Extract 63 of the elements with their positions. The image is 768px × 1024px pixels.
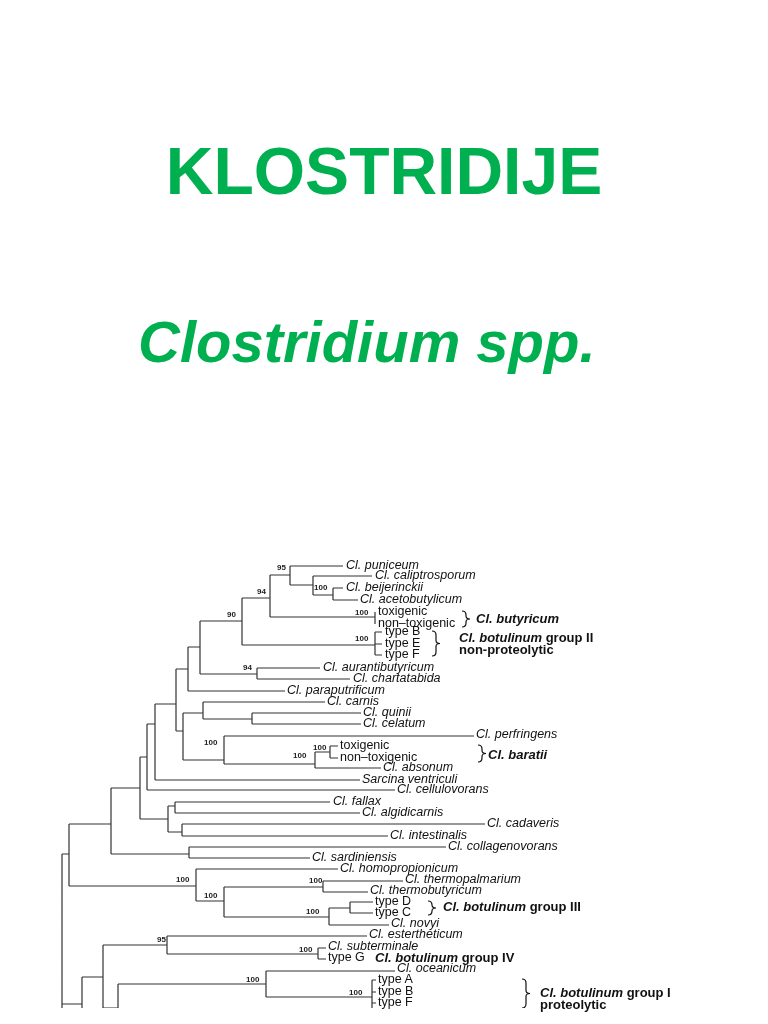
bootstrap-value: 95 [157,936,166,944]
strain-label: type C [375,906,412,919]
bootstrap-value: 100 [246,976,260,984]
group-label: Cl. botulinum group III [443,900,581,913]
group-label: Cl. baratii [488,748,548,761]
species-name: Cl. thermobutyricum [370,884,482,897]
species-name: Cl. chartatabida [353,672,441,685]
strain-label: type F [378,996,413,1009]
bootstrap-value: 94 [243,664,252,672]
species-name: Cl. intestinalis [390,829,468,842]
bootstrap-value: 94 [257,588,266,596]
species-name: Cl. cellulovorans [397,783,489,796]
bootstrap-value: 100 [349,989,363,997]
bootstrap-value: 100 [355,635,369,643]
species-name: Cl. puniceum [346,559,419,572]
bootstrap-value: 100 [309,877,323,885]
group-label: Cl. botulinum group II [459,631,594,644]
species-name: Cl. cadaveris [487,817,560,830]
strain-label: type B [378,985,414,998]
species-name: Cl. celatum [363,717,426,730]
bootstrap-value: 100 [176,876,190,884]
strain-label: non–toxigenic [340,751,418,764]
species-name: Cl. thermopalmarium [405,873,521,886]
bootstrap-value: 100 [204,739,218,747]
species-name: Cl. oceanicum [397,962,477,975]
group-label: proteolytic [540,998,607,1011]
strain-label: toxigenic [378,605,428,618]
species-name: Cl. beijerinckii [346,581,424,594]
bootstrap-value: 100 [314,584,328,592]
bootstrap-value: 100 [306,908,320,916]
species-name: Cl. fallax [333,795,381,808]
bootstrap-value: 100 [204,892,218,900]
bootstrap-value: 100 [299,946,313,954]
group-label: Cl. botulinum group IV [375,951,515,964]
species-name: Cl. caliptrosporum [375,569,476,582]
species-name: Cl. novyi [391,917,439,930]
group-label: Cl. botulinum group I [540,986,671,999]
strain-label: type E [385,637,421,650]
title: KLOSTRIDIJE [164,138,604,204]
bootstrap-value: 90 [227,611,236,619]
group-label: Cl. butyricum [476,612,560,625]
bootstrap-value: 100 [313,744,327,752]
species-name: Cl. perfringens [476,728,558,741]
species-name: Cl. estertheticum [369,928,463,941]
bootstrap-value: 95 [277,564,286,572]
bootstrap-value: 100 [355,609,369,617]
strain-label: toxigenic [340,739,390,752]
species-name: Cl. sardiniensis [312,851,397,864]
species-name: Cl. algidicarnis [362,806,444,819]
species-name: Cl. carnis [327,695,380,708]
species-name: Cl. quinii [363,706,411,719]
species-name: Cl. acetobutylicum [360,593,463,606]
species-name: Cl. absonum [383,761,454,774]
strain-label: type F [385,648,420,661]
strain-label: type D [375,895,412,908]
species-name: Cl. aurantibutyricum [323,661,435,674]
species-name: Cl. homopropionicum [340,862,459,875]
strain-label: type A [378,973,413,986]
strain-label: type G [328,951,365,964]
species-name: Cl. subterminale [328,940,419,953]
species-name: Cl. paraputrificum [287,684,385,697]
bootstrap-value: 100 [293,752,307,760]
species-name: Cl. collagenovorans [448,840,558,853]
